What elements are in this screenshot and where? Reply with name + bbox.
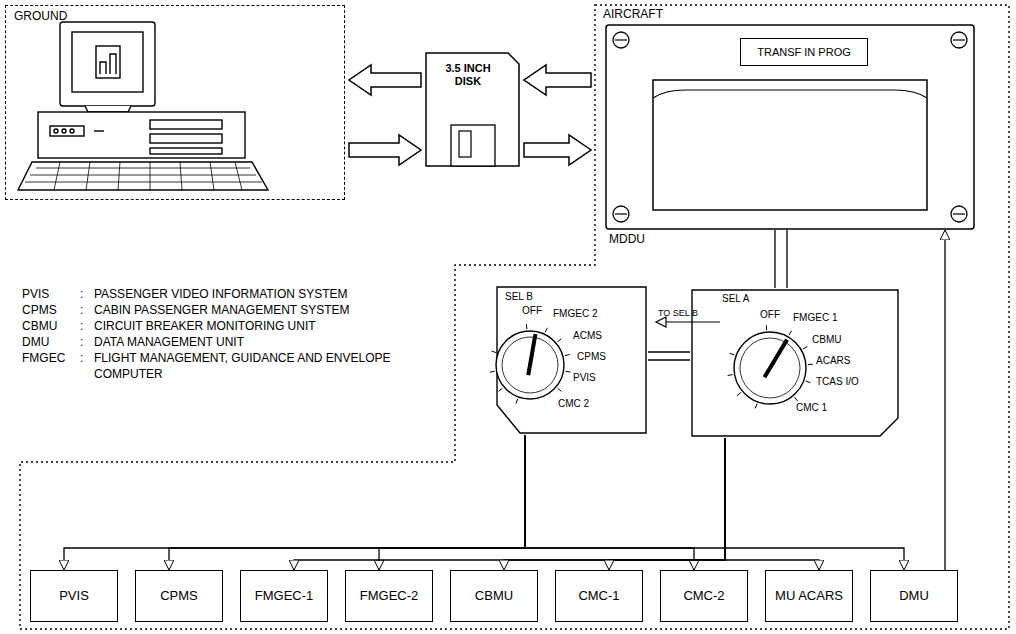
node-label: FMGEC-2 <box>360 589 419 604</box>
ground-region: GROUND <box>5 5 345 200</box>
data-link <box>525 435 904 570</box>
node-label: PVIS <box>573 372 596 384</box>
node-label: CMC-1 <box>578 589 619 604</box>
node-label: TRANSF IN PROG <box>757 46 851 59</box>
data-link <box>648 352 690 360</box>
node-outline <box>495 285 648 435</box>
data-link <box>504 438 725 570</box>
data-link <box>525 435 694 570</box>
data-link <box>609 438 725 570</box>
transfer-arrow <box>349 65 421 95</box>
computer-box: CPMS <box>135 570 223 622</box>
data-link <box>725 438 819 570</box>
computer-box: MU ACARS <box>765 570 853 622</box>
node-label: GROUND <box>14 10 67 24</box>
definition: CIRCUIT BREAKER MONITORING UNIT <box>94 318 394 334</box>
aircraft-region: TRANSF IN PROGMDDUSEL BOFFFMGEC 2ACMSCPM… <box>20 5 1010 630</box>
definition: CABIN PASSENGER MANAGEMENT SYSTEM <box>94 302 394 318</box>
separator: : <box>80 350 83 366</box>
transfer-arrow <box>524 135 591 165</box>
separator: : <box>80 302 83 318</box>
computer-box: CMC-1 <box>555 570 643 622</box>
data-link <box>379 435 525 570</box>
data-link <box>775 230 787 288</box>
floppy-disk: 3.5 INCH DISK <box>425 52 520 167</box>
definition: PASSENGER VIDEO INFORMATION SYSTEM <box>94 286 394 302</box>
node-label: OFF <box>522 305 542 317</box>
mddu-unit: TRANSF IN PROGMDDU <box>605 24 975 230</box>
computer-box: FMGEC-2 <box>345 570 433 622</box>
node-label: TCAS I/O <box>816 376 859 388</box>
node-label: DMU <box>899 589 929 604</box>
computer-box: PVIS <box>30 570 118 622</box>
node-label: SEL B <box>505 291 533 303</box>
selector-panel: SEL B OFF FMGEC 2 ACMS CPMS PVIS CMC 2 <box>495 285 648 435</box>
data-link <box>169 435 525 570</box>
abbreviation: FMGEC <box>22 350 65 366</box>
node-label: ACARS <box>816 355 850 367</box>
node-label: TO SEL B <box>658 308 698 318</box>
data-link <box>64 435 525 570</box>
data-link <box>294 438 725 570</box>
data-link <box>944 230 945 570</box>
computer-box: DMU <box>870 570 958 622</box>
node-label: CBMU <box>812 334 841 346</box>
node-label: CBMU <box>475 589 513 604</box>
node-label: CPMS <box>160 589 198 604</box>
node-outline <box>690 288 900 438</box>
node-label: SEL A <box>722 293 749 305</box>
definition: FLIGHT MANAGEMENT, GUIDANCE AND ENVELOPE… <box>94 350 394 382</box>
status-display: TRANSF IN PROG <box>740 38 868 66</box>
separator: : <box>80 318 83 334</box>
computer-box: CMC-2 <box>660 570 748 622</box>
abbreviation: CPMS <box>22 302 57 318</box>
node-label: CMC-2 <box>683 589 724 604</box>
computer-box: FMGEC-1 <box>240 570 328 622</box>
abbreviation: DMU <box>22 334 49 350</box>
node-label: FMGEC-1 <box>255 589 314 604</box>
node-label: CPMS <box>577 351 606 363</box>
transfer-arrow <box>524 65 591 95</box>
node-label: 3.5 INCH DISK <box>433 62 503 87</box>
selector-panel: SEL AOFFFMGEC 1CBMUACARSTCAS I/OCMC 1TO … <box>690 288 900 438</box>
node-label: FMGEC 1 <box>793 312 837 324</box>
node-label: CMC 1 <box>796 402 827 414</box>
separator: : <box>80 286 83 302</box>
node-label: MU ACARS <box>775 589 843 604</box>
node-label: FMGEC 2 <box>553 308 597 320</box>
definition: DATA MANAGEMENT UNIT <box>94 334 394 350</box>
node-label: AIRCRAFT <box>603 8 663 22</box>
computer-box: CBMU <box>450 570 538 622</box>
abbreviation: PVIS <box>22 286 49 302</box>
node-label: MDDU <box>609 233 645 247</box>
node-label: CMC 2 <box>558 398 589 410</box>
node-label: OFF <box>760 309 780 321</box>
node-label: ACMS <box>573 330 602 342</box>
separator: : <box>80 334 83 350</box>
transfer-arrow <box>349 135 421 165</box>
node-label: PVIS <box>59 589 89 604</box>
abbreviation: CBMU <box>22 318 57 334</box>
